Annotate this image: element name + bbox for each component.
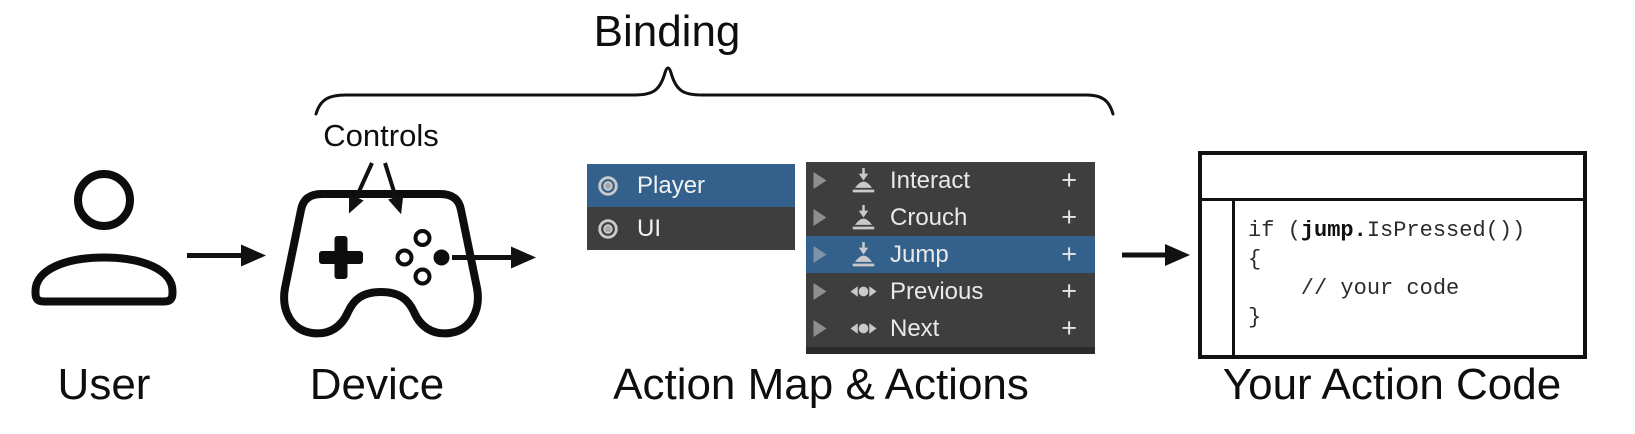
add-binding-button[interactable]: + bbox=[1061, 165, 1077, 195]
foldout-arrow-icon[interactable] bbox=[813, 283, 827, 300]
action-row-crouch[interactable]: Crouch + bbox=[806, 199, 1095, 236]
code-window: if (jump.IsPressed()) { // your code } bbox=[1198, 151, 1587, 359]
add-binding-button[interactable]: + bbox=[1061, 202, 1077, 232]
action-label: Interact bbox=[890, 166, 971, 194]
action-label: Next bbox=[890, 314, 940, 342]
button-control-icon bbox=[852, 242, 875, 267]
stage-label-action-map: Action Map & Actions bbox=[613, 360, 1029, 409]
action-map-icon bbox=[598, 175, 618, 196]
code-line-comment: // your code bbox=[1248, 276, 1460, 301]
foldout-arrow-icon[interactable] bbox=[813, 172, 827, 189]
action-label: Previous bbox=[890, 277, 984, 305]
action-row-next[interactable]: Next + bbox=[806, 310, 1095, 347]
binding-label: Binding bbox=[593, 7, 741, 56]
gamepad-icon bbox=[280, 190, 482, 338]
code-line-close-brace: } bbox=[1248, 305, 1262, 330]
panel-footer-bar bbox=[806, 347, 1095, 354]
face-buttons-icon bbox=[395, 229, 450, 286]
code-line-if: if (jump.IsPressed()) bbox=[1248, 218, 1526, 243]
code-snippet: if (jump.IsPressed()) { // your code } bbox=[1248, 201, 1583, 332]
foldout-arrow-icon[interactable] bbox=[813, 209, 827, 226]
add-binding-button[interactable]: + bbox=[1061, 239, 1077, 269]
binding-brace bbox=[314, 66, 1115, 116]
button-control-icon bbox=[852, 205, 875, 230]
action-map-row-ui[interactable]: UI bbox=[587, 207, 795, 250]
axis-control-icon bbox=[850, 323, 877, 334]
code-line-open-brace: { bbox=[1248, 247, 1262, 272]
action-maps-panel: Player UI bbox=[587, 164, 795, 250]
action-map-label: Player bbox=[637, 171, 706, 199]
flow-arrows bbox=[187, 244, 1190, 269]
add-binding-button[interactable]: + bbox=[1061, 276, 1077, 306]
action-label: Jump bbox=[890, 240, 949, 268]
axis-control-icon bbox=[850, 286, 877, 297]
user-person-icon bbox=[31, 170, 177, 306]
action-row-previous[interactable]: Previous + bbox=[806, 273, 1095, 310]
stage-label-device: Device bbox=[309, 360, 445, 409]
stage-label-user: User bbox=[57, 360, 151, 409]
action-map-icon bbox=[598, 218, 618, 239]
action-row-jump[interactable]: Jump + bbox=[806, 236, 1095, 273]
button-control-icon bbox=[852, 168, 875, 193]
actions-panel: Interact + Crouch + Jump + bbox=[806, 162, 1095, 354]
add-binding-button[interactable]: + bbox=[1061, 313, 1077, 343]
code-window-body: if (jump.IsPressed()) { // your code } bbox=[1202, 201, 1583, 355]
code-gutter-line bbox=[1232, 201, 1235, 355]
controls-pointer-arrows bbox=[348, 162, 404, 215]
foldout-arrow-icon[interactable] bbox=[813, 320, 827, 337]
stage-label-action-code: Your Action Code bbox=[1222, 360, 1562, 409]
action-map-row-player[interactable]: Player bbox=[587, 164, 795, 207]
action-label: Crouch bbox=[890, 203, 968, 231]
action-map-label: UI bbox=[637, 214, 661, 242]
dpad-icon bbox=[319, 236, 363, 279]
foldout-arrow-icon[interactable] bbox=[813, 246, 827, 263]
controls-label: Controls bbox=[323, 118, 439, 153]
action-row-interact[interactable]: Interact + bbox=[806, 162, 1095, 199]
code-window-titlebar bbox=[1202, 155, 1583, 201]
